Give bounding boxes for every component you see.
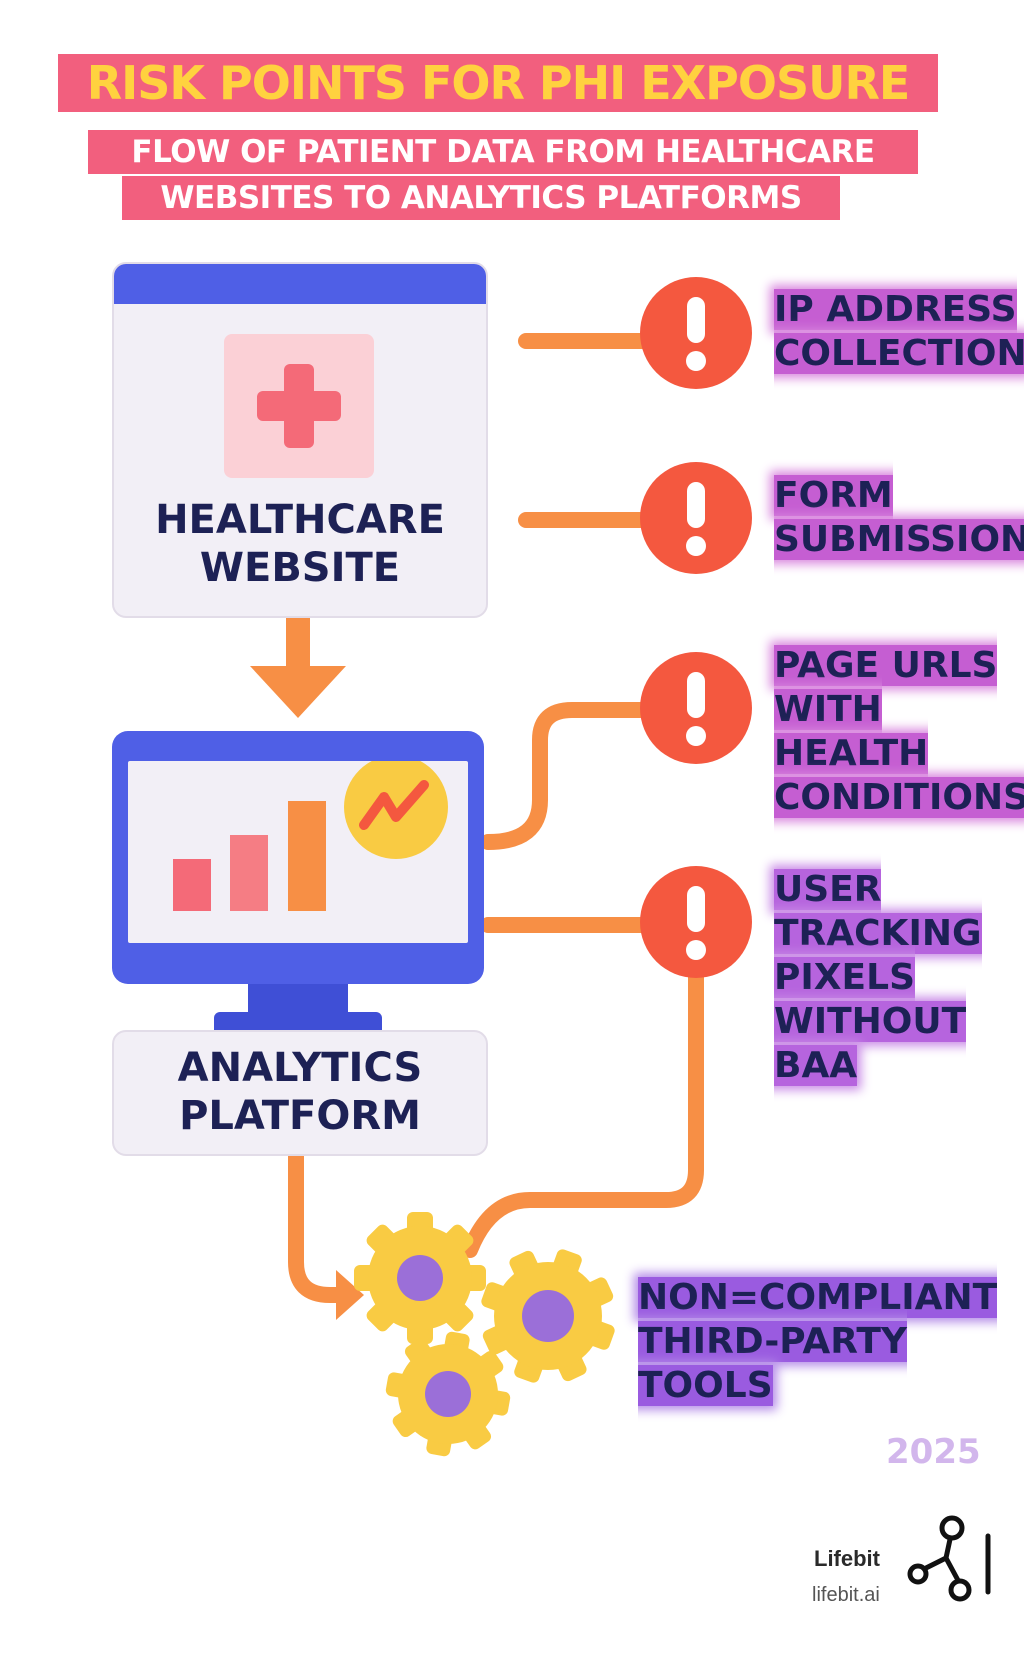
risk-label-tracking-pixels: USER TRACKING PIXELS WITHOUT BAA (774, 869, 982, 1086)
risk-label-form-submissions: FORM SUBMISSIONS (774, 474, 1024, 562)
healthcare-website-node: HEALTHCARE WEBSITE (112, 262, 488, 618)
flow-arrow-down (250, 614, 346, 718)
flow-arrow-into-tools (336, 1270, 364, 1320)
monitor-screen (128, 761, 468, 943)
connector-analytics-tools (288, 1144, 352, 1303)
brand-name: Lifebit (814, 1546, 880, 1571)
gear-icon-right (481, 1249, 615, 1383)
lifebit-logo-icon (907, 1515, 991, 1602)
analytics-monitor (112, 731, 484, 984)
page-subtitle-line-2: WEBSITES TO ANALYTICS PLATFORMS (122, 176, 840, 220)
gear-icon-top (354, 1212, 486, 1344)
gear-icon-bottom (385, 1331, 511, 1457)
monitor-base (214, 1012, 382, 1030)
connector-analytics-urls (480, 702, 658, 850)
trend-icon (344, 761, 448, 859)
risk-label-ip-address: IP ADDRESS COLLECTION (774, 288, 1024, 376)
analytics-platform-node: ANALYTICS PLATFORM (112, 1030, 488, 1156)
bar-chart-icon (173, 761, 448, 911)
page-subtitle-line-1: FLOW OF PATIENT DATA FROM HEALTHCARE (88, 130, 918, 174)
alert-icon-pixels (640, 866, 752, 978)
analytics-platform-label: ANALYTICS PLATFORM (177, 1045, 423, 1139)
healthcare-website-label: HEALTHCARE WEBSITE (155, 497, 445, 591)
monitor-stand (248, 984, 348, 1014)
alert-icon-urls (640, 652, 752, 764)
risk-label-third-party-tools: NON=COMPLIANT THIRD-PARTY TOOLS (638, 1277, 998, 1406)
risk-label-page-urls: PAGE URLS WITH HEALTH CONDITIONS (774, 644, 1024, 820)
alert-icon-ip (640, 277, 752, 389)
connector-pixels-tools (462, 952, 704, 1258)
brand-url: lifebit.ai (812, 1584, 880, 1606)
page-title: RISK POINTS FOR PHI EXPOSURE (58, 54, 938, 112)
medical-cross-icon (224, 334, 374, 478)
browser-title-bar (114, 264, 486, 304)
alert-icon-forms (640, 462, 752, 574)
year-label: 2025 (886, 1432, 981, 1472)
